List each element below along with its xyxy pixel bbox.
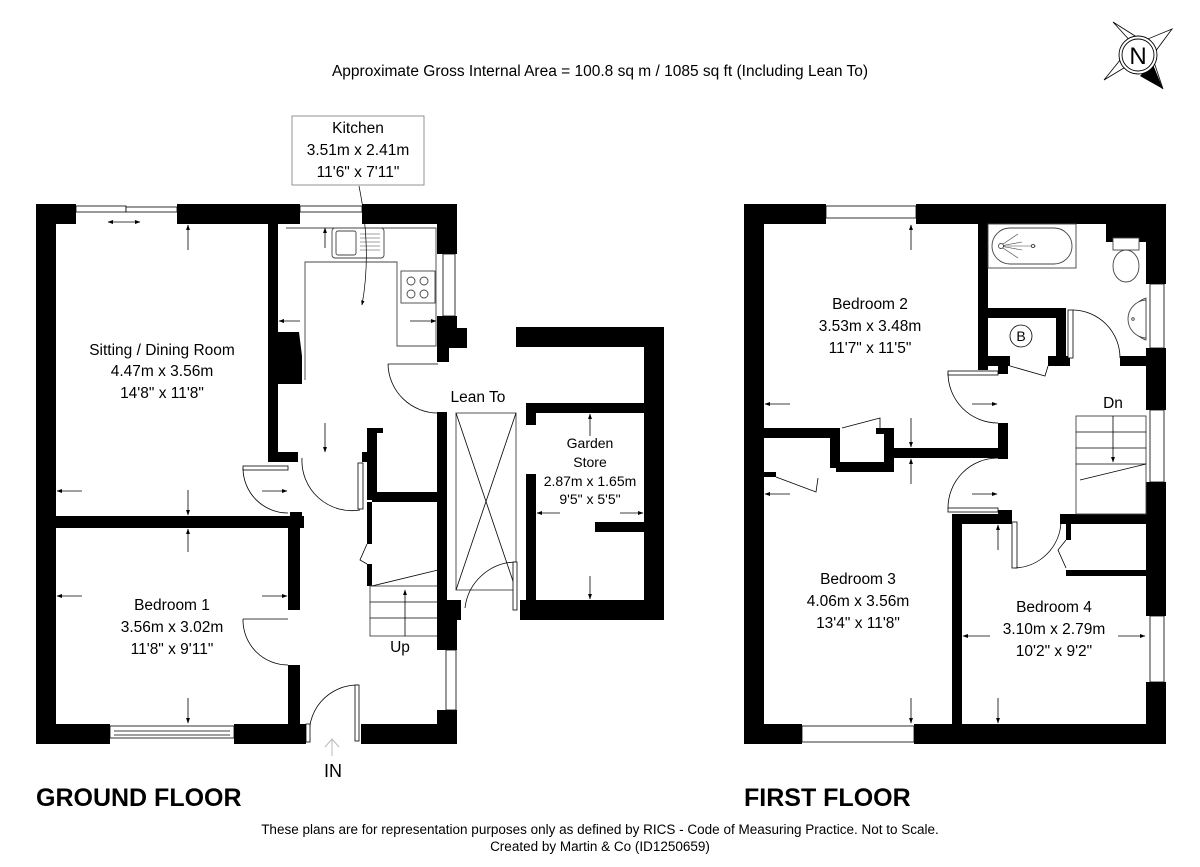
first-floor-plan: B (744, 204, 1166, 812)
room-label-bedroom-2: Bedroom 2 3.53m x 3.48m 11'7" x 11'5" (819, 296, 922, 357)
svg-text:13'4" x 11'8": 13'4" x 11'8" (816, 615, 900, 632)
svg-text:3.53m x 3.48m: 3.53m x 3.48m (819, 318, 922, 335)
svg-text:Store: Store (573, 454, 607, 470)
svg-text:11'7" x 11'5": 11'7" x 11'5" (829, 340, 912, 357)
credit-text: Created by Martin & Co (ID1250659) (490, 839, 710, 854)
entrance-label: IN (324, 761, 342, 781)
north-compass-icon: N (1103, 21, 1174, 90)
room-label-sitting-dining-room: Sitting / Dining Room 4.47m x 3.56m 14'8… (89, 342, 235, 402)
svg-text:9'5" x 5'5": 9'5" x 5'5" (559, 491, 620, 507)
svg-text:Bedroom 4: Bedroom 4 (1016, 599, 1092, 616)
svg-text:Bedroom 1: Bedroom 1 (134, 597, 210, 614)
ground-floor-plan: Up IN (36, 115, 664, 812)
room-label-bedroom-4: Bedroom 4 3.10m x 2.79m 10'2" x 9'2" (1003, 599, 1106, 660)
stairs-down-label: Dn (1103, 395, 1123, 412)
room-label-kitchen: Kitchen 3.51m x 2.41m 11'6" x 7'11" (291, 115, 425, 186)
svg-text:11'6" x 7'11": 11'6" x 7'11" (317, 164, 400, 181)
room-label-bedroom-1: Bedroom 1 3.56m x 3.02m 11'8" x 9'11" (121, 597, 224, 658)
compass-label: N (1129, 43, 1146, 70)
svg-text:4.06m x 3.56m: 4.06m x 3.56m (807, 593, 910, 610)
svg-text:Sitting / Dining Room: Sitting / Dining Room (89, 342, 235, 359)
svg-text:Bedroom 3: Bedroom 3 (820, 571, 896, 588)
svg-text:2.87m x 1.65m: 2.87m x 1.65m (544, 473, 637, 489)
svg-text:3.56m x 3.02m: 3.56m x 3.02m (121, 619, 224, 636)
svg-text:Garden: Garden (567, 435, 614, 451)
gross-internal-area: Approximate Gross Internal Area = 100.8 … (331, 63, 869, 80)
first-floor-title: FIRST FLOOR (744, 784, 911, 812)
svg-text:Bedroom 2: Bedroom 2 (832, 296, 908, 313)
stairs-up-label: Up (390, 639, 410, 656)
disclaimer-text: These plans are for representation purpo… (261, 822, 939, 837)
ground-floor-title: GROUND FLOOR (36, 784, 242, 812)
svg-text:11'8" x 9'11": 11'8" x 9'11" (131, 641, 214, 658)
room-label-bedroom-3: Bedroom 3 4.06m x 3.56m 13'4" x 11'8" (807, 571, 910, 632)
svg-text:Kitchen: Kitchen (332, 120, 384, 137)
room-name-lean-to: Lean To (451, 389, 506, 406)
svg-text:3.10m x 2.79m: 3.10m x 2.79m (1003, 621, 1106, 638)
boiler-label: B (1016, 328, 1025, 344)
room-label-garden-store: Garden Store 2.87m x 1.65m 9'5" x 5'5" (544, 435, 637, 507)
svg-text:4.47m x 3.56m: 4.47m x 3.56m (111, 363, 214, 380)
svg-text:10'2" x 9'2": 10'2" x 9'2" (1016, 643, 1092, 660)
svg-text:3.51m x 2.41m: 3.51m x 2.41m (307, 142, 410, 159)
svg-text:14'8" x 11'8": 14'8" x 11'8" (120, 385, 204, 402)
